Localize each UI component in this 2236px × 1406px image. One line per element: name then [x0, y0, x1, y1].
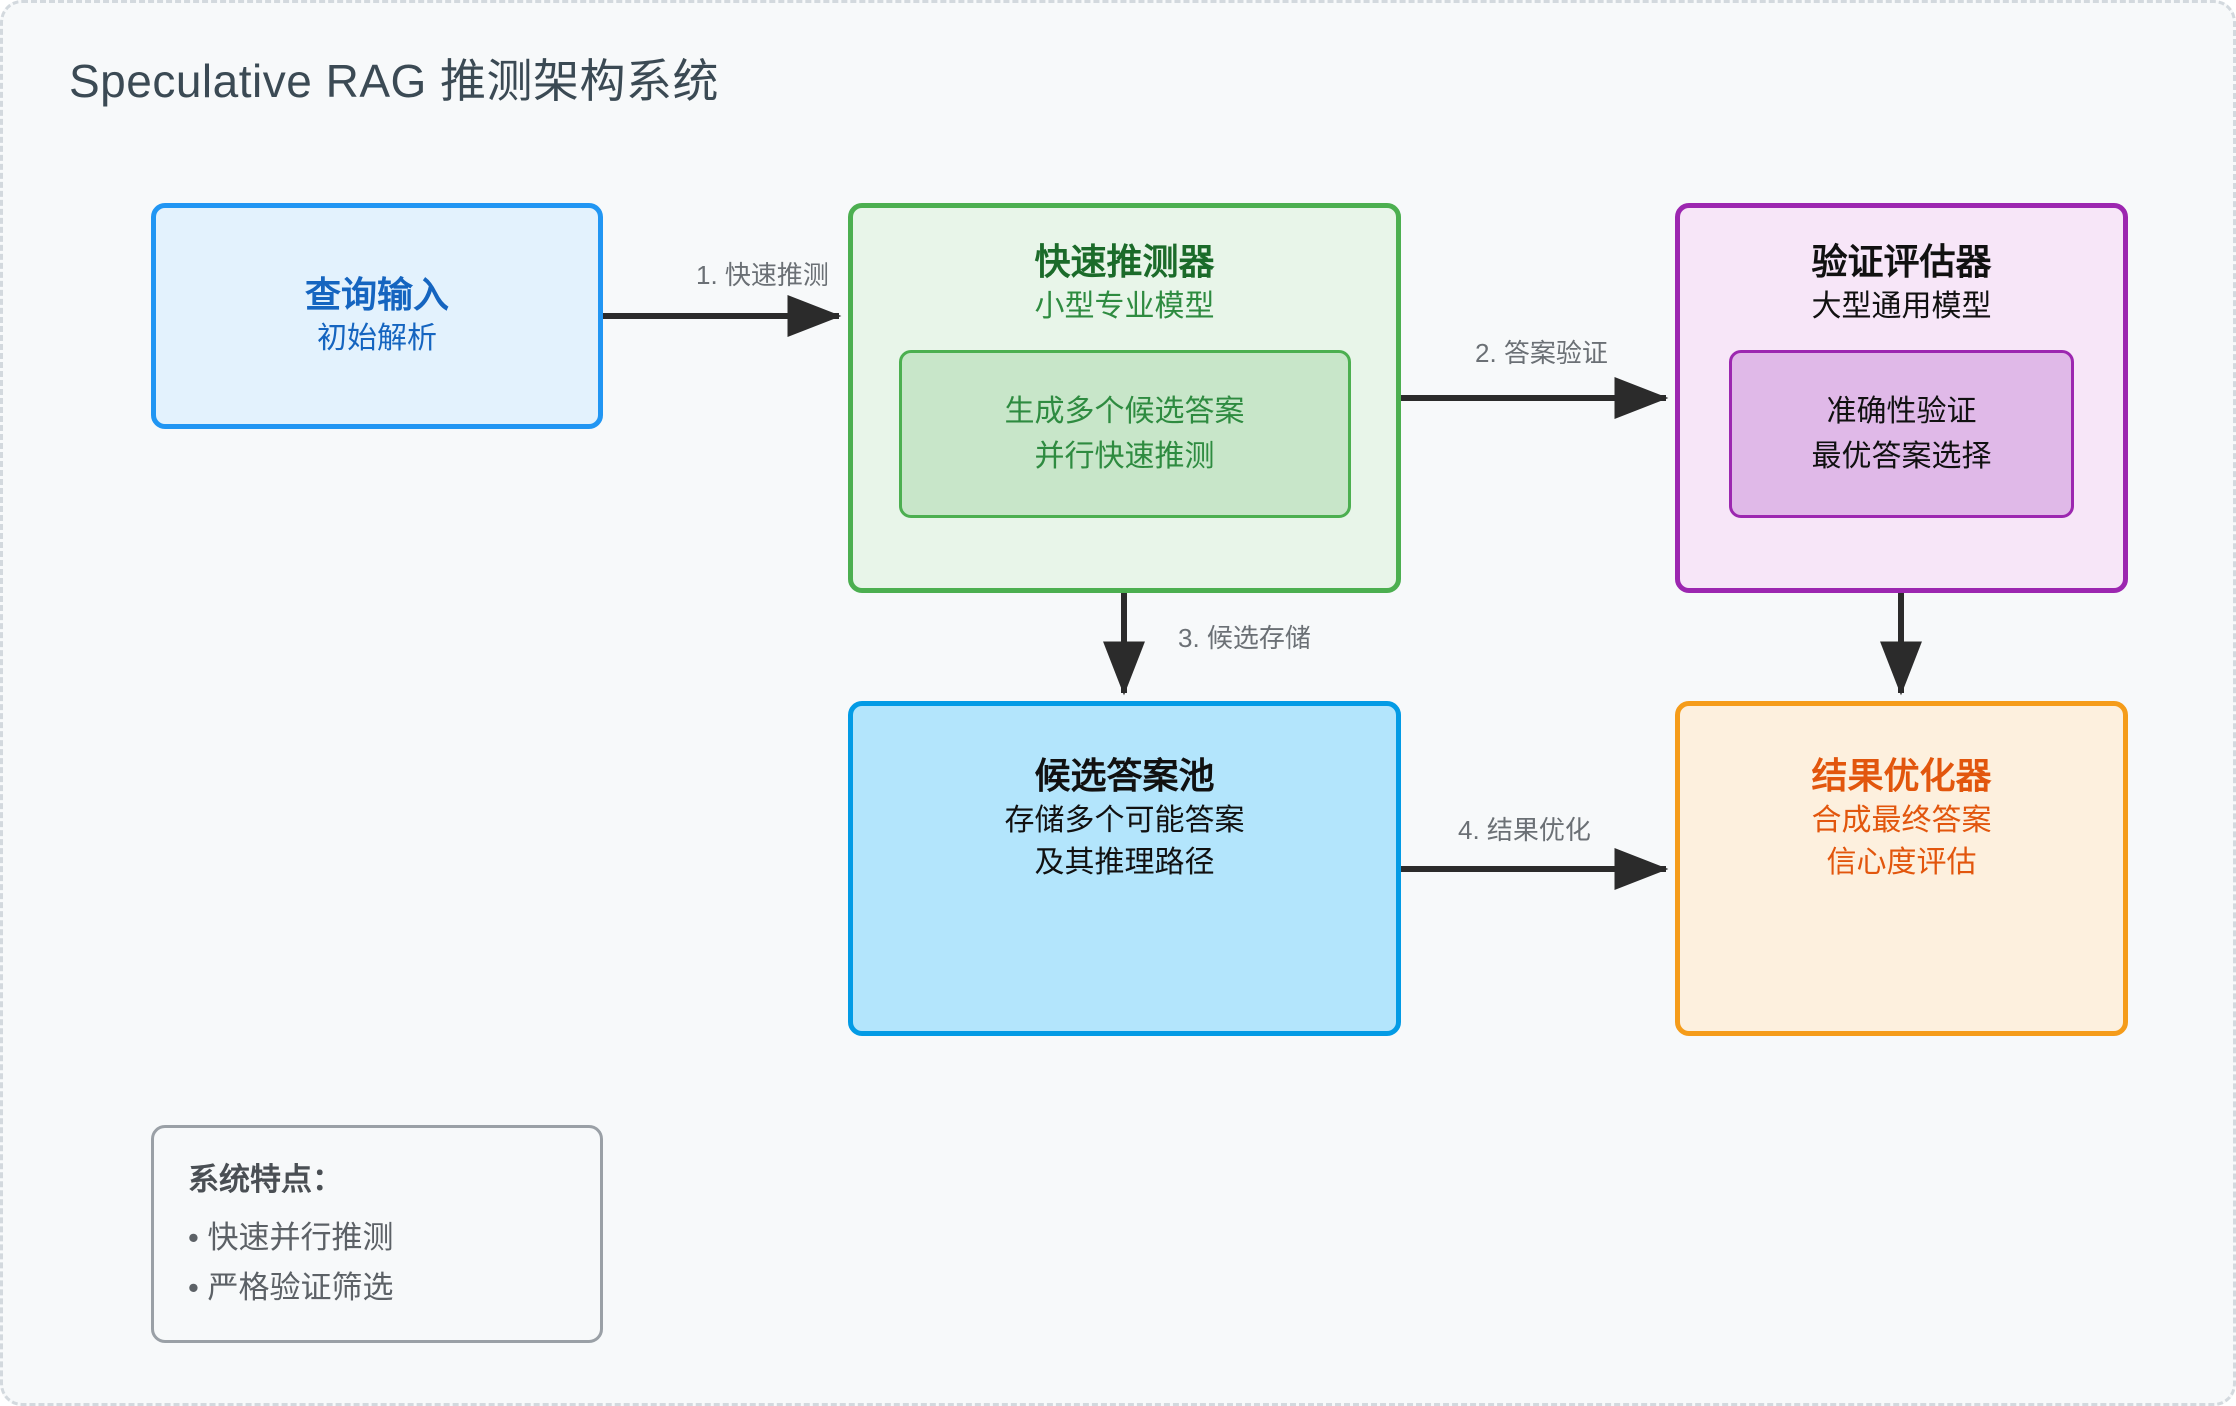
edge-label-result-optimization: 4. 结果优化	[1458, 815, 1591, 845]
node-query-input-subtitle: 初始解析	[317, 322, 437, 356]
legend-item-parallel-speculation: • 快速并行推测	[188, 1220, 394, 1255]
node-fast-speculator[interactable]: 快速推测器 小型专业模型 生成多个候选答案 并行快速推测	[848, 203, 1401, 593]
node-candidate-answer-pool-line2: 及其推理路径	[1034, 846, 1215, 880]
node-result-optimizer[interactable]: 结果优化器 合成最终答案 信心度评估	[1675, 701, 2128, 1036]
legend-title: 系统特点：	[188, 1162, 343, 1197]
node-query-input-title: 查询输入	[304, 273, 449, 315]
node-query-input[interactable]: 查询输入 初始解析	[151, 203, 603, 429]
node-candidate-answer-pool[interactable]: 候选答案池 存储多个可能答案 及其推理路径	[848, 701, 1401, 1036]
legend-system-features: 系统特点： • 快速并行推测 • 严格验证筛选	[151, 1125, 603, 1343]
node-fast-speculator-title: 快速推测器	[1034, 241, 1215, 282]
node-candidate-answer-pool-title: 候选答案池	[1034, 755, 1215, 796]
node-result-optimizer-line1: 合成最终答案	[1811, 803, 1992, 837]
node-validation-evaluator-title: 验证评估器	[1811, 241, 1992, 282]
edge-label-candidate-storage: 3. 候选存储	[1178, 623, 1311, 653]
node-candidate-answer-pool-line1: 存储多个可能答案	[1004, 803, 1245, 837]
subnode-accuracy-validation-line1: 准确性验证	[1826, 395, 1977, 429]
node-fast-speculator-subtitle: 小型专业模型	[1034, 289, 1215, 323]
node-validation-evaluator[interactable]: 验证评估器 大型通用模型 准确性验证 最优答案选择	[1675, 203, 2128, 593]
subnode-accuracy-validation-line2: 最优答案选择	[1811, 440, 1992, 474]
node-validation-evaluator-subtitle: 大型通用模型	[1811, 289, 1992, 323]
edge-label-answer-validation: 2. 答案验证	[1475, 338, 1608, 368]
node-result-optimizer-title: 结果优化器	[1811, 755, 1992, 796]
edge-label-fast-speculation: 1. 快速推测	[696, 260, 829, 290]
node-result-optimizer-line2: 信心度评估	[1826, 846, 1977, 880]
subnode-generate-candidates-line1: 生成多个候选答案	[1004, 395, 1245, 429]
subnode-generate-candidates-line2: 并行快速推测	[1034, 440, 1215, 474]
subnode-accuracy-validation[interactable]: 准确性验证 最优答案选择	[1729, 350, 2074, 519]
subnode-generate-candidates[interactable]: 生成多个候选答案 并行快速推测	[898, 350, 1351, 519]
page-title: Speculative RAG 推测架构系统	[69, 55, 720, 107]
legend-item-strict-validation: • 严格验证筛选	[188, 1270, 394, 1306]
